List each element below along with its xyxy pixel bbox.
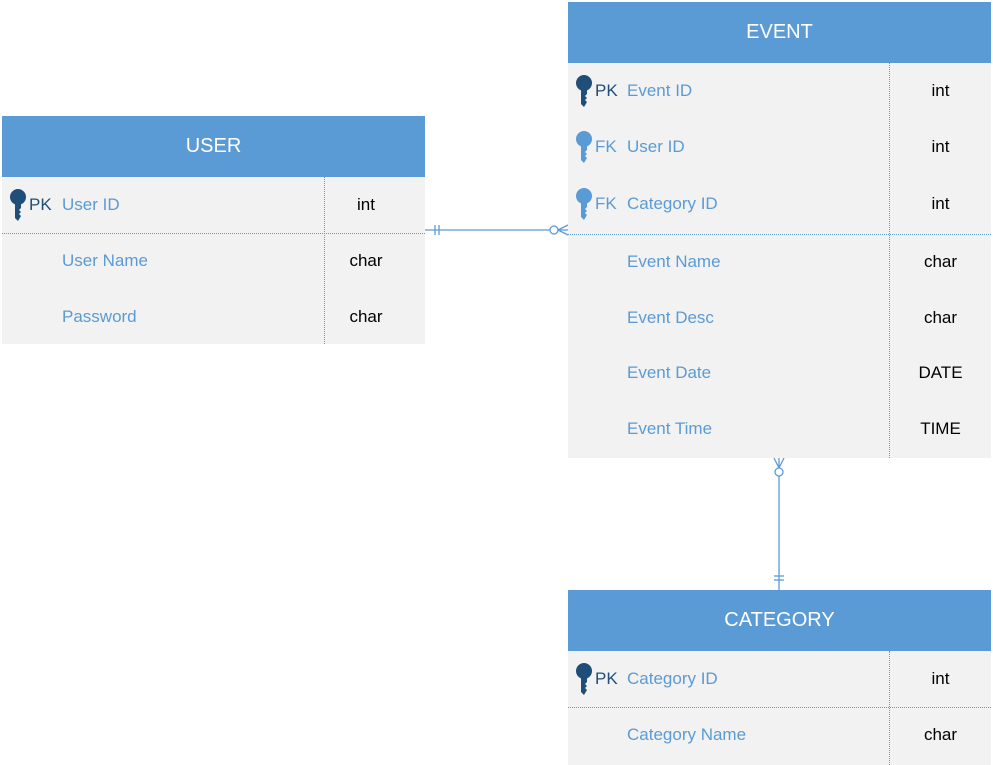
field-name: Password — [62, 307, 137, 326]
field-type: int — [357, 195, 375, 214]
pk-label: PK — [595, 81, 618, 100]
fk-label: FK — [595, 194, 617, 213]
key-divider — [568, 234, 991, 235]
field-type: int — [931, 194, 950, 213]
key-divider — [2, 233, 425, 234]
field-type: int — [931, 137, 950, 156]
field-name: Category ID — [627, 194, 718, 213]
category-event-relationship — [773, 457, 785, 590]
field-row-user-name[interactable]: User Name char — [2, 233, 425, 289]
pk-label: PK — [29, 195, 52, 214]
field-name: Category Name — [627, 725, 747, 744]
field-name: User ID — [62, 195, 120, 214]
column-divider — [324, 177, 325, 344]
column-divider — [889, 651, 890, 765]
field-row-category-name[interactable]: Category Name char — [568, 707, 991, 763]
pk-label: PK — [595, 669, 618, 688]
field-row-category-id[interactable]: PK Category ID int — [568, 651, 991, 707]
field-name: Event Desc — [627, 308, 714, 327]
field-type: TIME — [920, 419, 961, 438]
field-row-event-time[interactable]: Event Time TIME — [568, 401, 991, 457]
field-type: char — [923, 308, 958, 327]
field-name: Event ID — [627, 81, 693, 100]
event-entity[interactable]: EVENT PK Event ID int FK User ID int — [568, 2, 991, 458]
foreign-key-icon — [576, 131, 592, 163]
field-type: char — [923, 252, 958, 271]
event-entity-header: EVENT — [568, 2, 991, 63]
field-row-event-desc[interactable]: Event Desc char — [568, 290, 991, 346]
field-type: int — [931, 81, 950, 100]
foreign-key-icon — [576, 188, 592, 220]
field-name: User Name — [62, 251, 148, 270]
event-entity-title: EVENT — [746, 21, 813, 43]
field-type: char — [923, 725, 958, 744]
field-name: Event Time — [627, 419, 713, 438]
fk-label: FK — [595, 137, 617, 156]
field-row-event-date[interactable]: Event Date DATE — [568, 345, 991, 401]
user-entity-header: USER — [2, 116, 425, 177]
user-entity-title: USER — [185, 135, 242, 157]
user-event-relationship — [425, 224, 569, 236]
field-row-event-id[interactable]: PK Event ID int — [568, 63, 991, 119]
primary-key-icon — [576, 663, 592, 695]
field-row-password[interactable]: Password char — [2, 289, 425, 345]
field-row-category-id-fk[interactable]: FK Category ID int — [568, 176, 991, 232]
field-row-user-id-fk[interactable]: FK User ID int — [568, 119, 991, 175]
field-row-user-id[interactable]: PK User ID int — [2, 177, 425, 233]
primary-key-icon — [10, 189, 26, 221]
user-entity[interactable]: USER PK User ID int User Name char Passw… — [2, 116, 425, 344]
key-divider — [568, 707, 991, 708]
primary-key-icon — [576, 75, 592, 107]
field-name: User ID — [627, 137, 685, 156]
category-entity-title: CATEGORY — [724, 609, 835, 631]
category-entity[interactable]: CATEGORY PK Category ID int Category Nam… — [568, 590, 991, 765]
field-name: Event Name — [627, 252, 721, 271]
field-type: DATE — [918, 363, 963, 382]
column-divider — [889, 63, 890, 458]
field-name: Category ID — [627, 669, 718, 688]
field-type: char — [349, 251, 383, 270]
category-entity-header: CATEGORY — [568, 590, 991, 651]
field-row-event-name[interactable]: Event Name char — [568, 234, 991, 290]
field-type: char — [349, 307, 383, 326]
field-name: Event Date — [627, 363, 712, 382]
field-type: int — [931, 669, 950, 688]
